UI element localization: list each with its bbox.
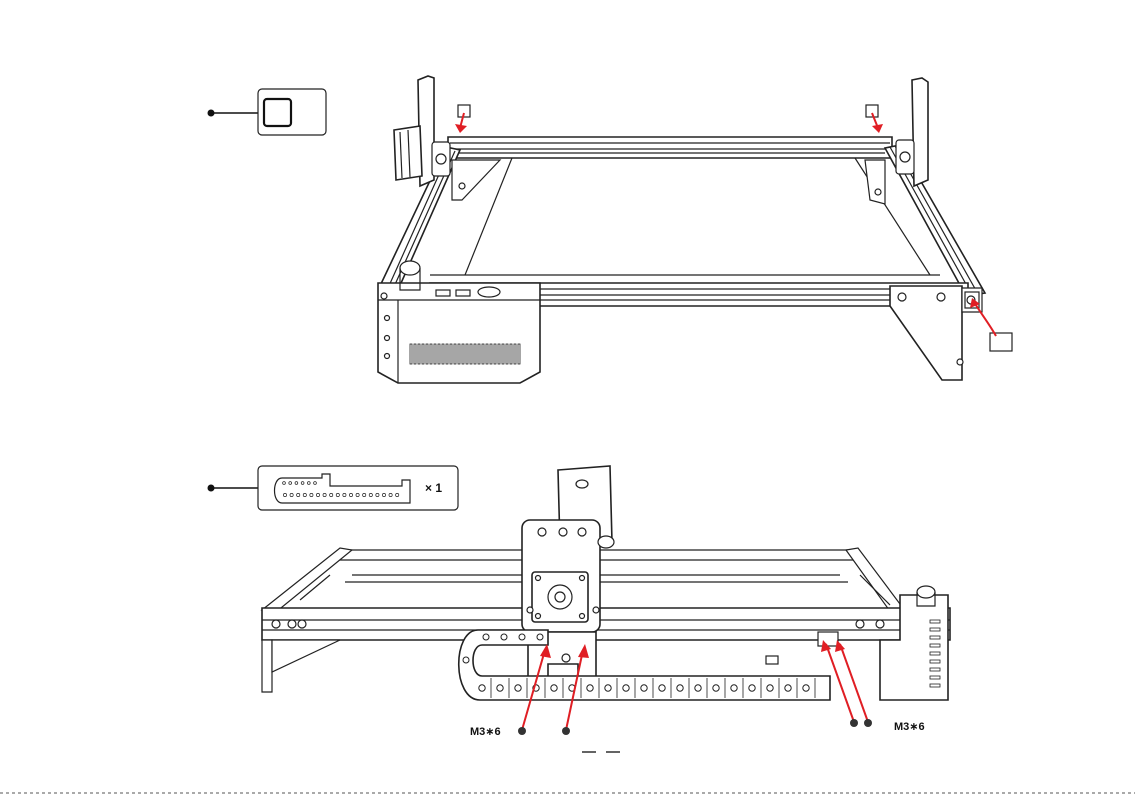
chain-link [479, 685, 485, 691]
chain-link [501, 634, 507, 640]
vent-slot [510, 344, 512, 364]
vent-slot [430, 344, 432, 364]
vent-slot [930, 644, 940, 647]
square-plate-front [990, 333, 1012, 351]
front-x-rail [262, 608, 950, 640]
chain-link [623, 685, 629, 691]
quantity-label: × 1 [425, 481, 442, 495]
vent-slot [930, 620, 940, 623]
vent-slot [474, 344, 476, 364]
chain-link [767, 685, 773, 691]
chain-link [695, 685, 701, 691]
step1-part-callout [208, 89, 327, 135]
vent-slot [434, 344, 436, 364]
vent-slot [466, 344, 468, 364]
vent-slot [470, 344, 472, 364]
chain-link [515, 685, 521, 691]
step2-part-callout: × 1 [208, 466, 459, 510]
chain-link [537, 634, 543, 640]
vent-slot [442, 344, 444, 364]
vent-slot [518, 344, 520, 364]
vent-slot [414, 344, 416, 364]
vent-slot [930, 684, 940, 687]
vent-slot [930, 668, 940, 671]
vent-slot [930, 676, 940, 679]
screw-icon [850, 719, 858, 727]
vent-slot [418, 344, 420, 364]
vent-slot [446, 344, 448, 364]
vent-slot [494, 344, 496, 364]
chain-link [749, 685, 755, 691]
vent-slot [426, 344, 428, 364]
chain-link [519, 634, 525, 640]
screw-label-right: M3∗6 [894, 721, 925, 733]
vent-slot [930, 628, 940, 631]
vent-slot [930, 652, 940, 655]
vent-slot [486, 344, 488, 364]
right-rear-rail [846, 548, 906, 614]
vent-slot [454, 344, 456, 364]
screw-icon [562, 727, 570, 735]
vent-slot [498, 344, 500, 364]
front-right-plate [890, 286, 982, 380]
vent-slot [482, 344, 484, 364]
screw-label-left: M3∗6 [470, 726, 501, 738]
vent-slot [930, 660, 940, 663]
left-rear-rail [262, 548, 352, 612]
chain-link [731, 685, 737, 691]
vent-slot [506, 344, 508, 364]
arrow-front-plate [974, 302, 996, 336]
vent-slot [450, 344, 452, 364]
chain-link [605, 685, 611, 691]
chain-link [785, 685, 791, 691]
laser-head-carriage [522, 466, 614, 682]
chain-link [677, 685, 683, 691]
rear-rail [448, 137, 892, 158]
chain-link [483, 634, 489, 640]
screw-icon [864, 719, 872, 727]
screw-icon [518, 727, 526, 735]
chain-link [551, 685, 557, 691]
vent-slot [462, 344, 464, 364]
chain-link [659, 685, 665, 691]
vent-slot [514, 344, 516, 364]
chain-mount-plate [818, 632, 838, 646]
vent-slot [490, 344, 492, 364]
chain-link [803, 685, 809, 691]
vent-slot [410, 344, 412, 364]
vent-slot [502, 344, 504, 364]
vent-slot [458, 344, 460, 364]
chain-link [641, 685, 647, 691]
chain-link [497, 685, 503, 691]
chain-link [713, 685, 719, 691]
square-plate-icon [264, 99, 291, 126]
chain-link [463, 657, 469, 663]
arrow-screw-4 [840, 644, 868, 722]
vent-slot [422, 344, 424, 364]
frame-top-view [378, 76, 1012, 383]
vent-slot [438, 344, 440, 364]
vent-slot [930, 636, 940, 639]
vent-slot [478, 344, 480, 364]
chain-link [587, 685, 593, 691]
